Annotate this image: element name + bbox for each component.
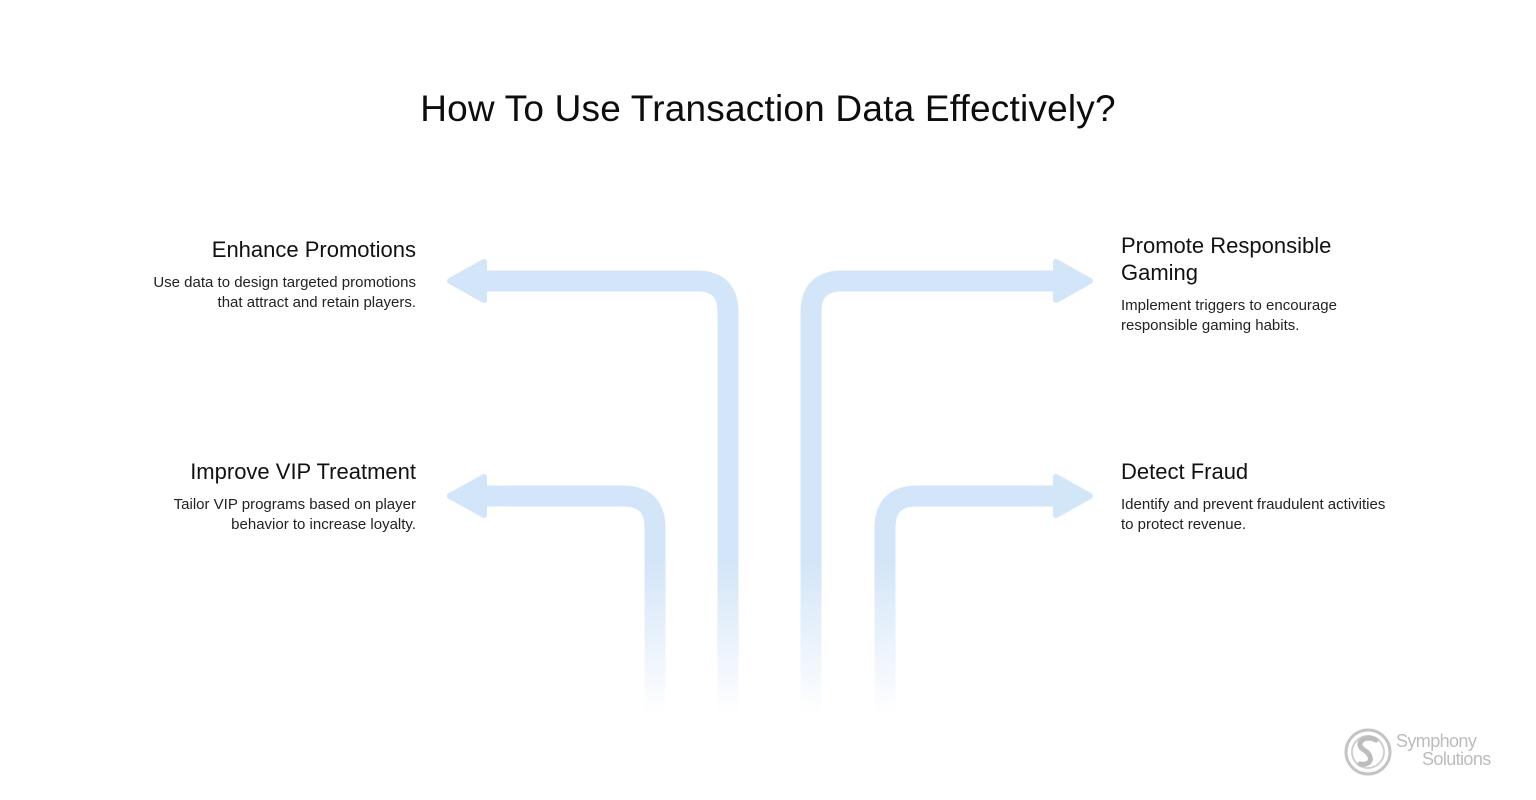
arrow-promote-responsible-gaming-shaft bbox=[800, 270, 1062, 715]
arrow-enhance-promotions-head bbox=[447, 259, 487, 303]
arrow-improve-vip-treatment-shaft bbox=[478, 485, 666, 715]
arrow-fade-overlay bbox=[560, 560, 980, 720]
item-promote-responsible-gaming: Promote Responsible Gaming Implement tri… bbox=[1121, 232, 1391, 336]
logo-line-1: Symphony bbox=[1396, 731, 1477, 751]
arrow-detect-fraud-head bbox=[1053, 474, 1093, 518]
logo-line-2: Solutions bbox=[1422, 749, 1491, 769]
arrow-detect-fraud-shaft bbox=[874, 485, 1062, 715]
item-title: Detect Fraud bbox=[1121, 459, 1249, 484]
item-title: Promote Responsible Gaming bbox=[1121, 233, 1332, 285]
company-logo: Symphony Solutions bbox=[1344, 726, 1514, 780]
item-description: Identify and prevent fraudulent activiti… bbox=[1121, 496, 1386, 533]
symphony-s-logo-icon bbox=[1344, 728, 1392, 776]
item-description: Implement triggers to encourage responsi… bbox=[1121, 297, 1337, 334]
arrow-promote-responsible-gaming-head bbox=[1053, 259, 1093, 303]
logo-wordmark: Symphony Solutions bbox=[1396, 732, 1491, 768]
item-improve-vip-treatment: Improve VIP Treatment Tailor VIP program… bbox=[146, 458, 416, 535]
arrow-enhance-promotions-shaft bbox=[478, 270, 739, 715]
arrow-improve-vip-treatment-head bbox=[447, 474, 487, 518]
item-description: Use data to design targeted promotions t… bbox=[153, 274, 416, 311]
page-title: How To Use Transaction Data Effectively? bbox=[420, 88, 1116, 129]
item-enhance-promotions: Enhance Promotions Use data to design ta… bbox=[146, 236, 416, 313]
item-detect-fraud: Detect Fraud Identify and prevent fraudu… bbox=[1121, 458, 1391, 535]
item-description: Tailor VIP programs based on player beha… bbox=[173, 496, 416, 533]
item-title: Enhance Promotions bbox=[211, 237, 416, 262]
item-title: Improve VIP Treatment bbox=[190, 459, 416, 484]
